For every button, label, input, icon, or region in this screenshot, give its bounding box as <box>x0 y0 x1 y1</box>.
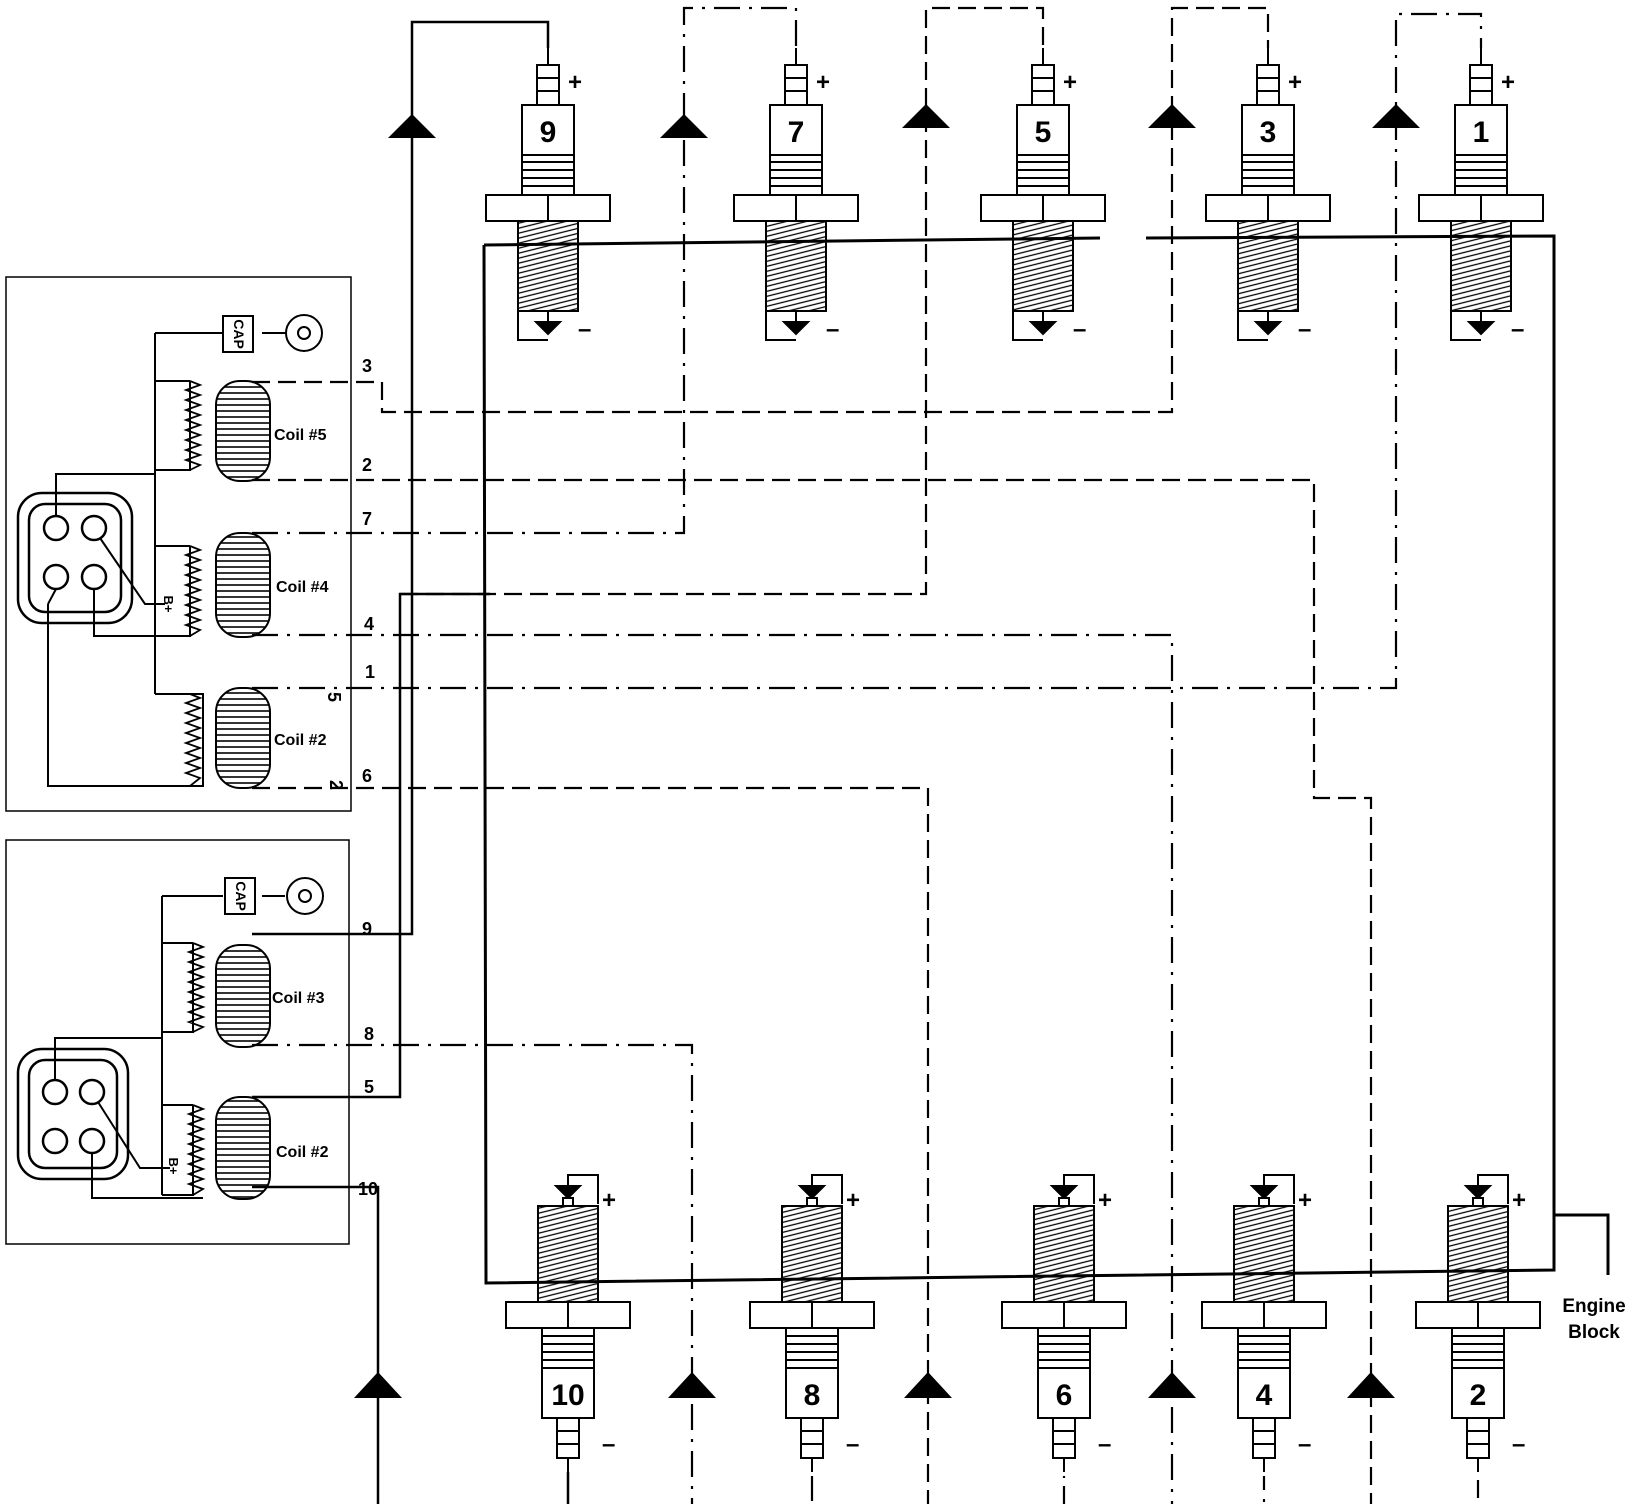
spark-plug-5: 5 + – <box>980 48 1106 343</box>
pin-number: 6 <box>362 766 372 786</box>
pin-number: 8 <box>364 1024 374 1044</box>
lower-coil-pack <box>5 839 350 1245</box>
spark-plug-2: 2 + – <box>1415 1174 1541 1472</box>
ground-bus <box>482 234 1610 1285</box>
hv-wire-8 <box>252 1043 814 1504</box>
cap-label-lower: CAP <box>233 881 249 911</box>
hv-wire-6 <box>252 786 1066 1504</box>
primary-windings <box>183 380 206 1196</box>
negative-terminal-label: – <box>826 316 839 343</box>
hv-wire-3 <box>252 6 1270 414</box>
coil-label: Coil #5 <box>274 427 327 444</box>
pin-number: 5 <box>364 1077 374 1097</box>
pin-number: 2 <box>362 455 372 475</box>
positive-terminal-label: + <box>1501 69 1515 96</box>
upper-connector <box>16 491 134 625</box>
positive-terminal-label: + <box>846 1187 860 1214</box>
hv-wire-1 <box>252 12 1483 690</box>
positive-terminal-label: + <box>1098 1187 1112 1214</box>
negative-terminal-label: – <box>602 1431 615 1458</box>
plug-number: 7 <box>788 116 805 149</box>
positive-terminal-label: + <box>1063 69 1077 96</box>
pin-number: 10 <box>358 1179 378 1199</box>
negative-terminal-label: – <box>1098 1431 1111 1458</box>
pin-number: 3 <box>362 356 372 376</box>
hv-wire-5 <box>400 6 1045 596</box>
positive-terminal-label: + <box>1298 1187 1312 1214</box>
bottom-spark-plugs: 10+–8+–6+–4+–2+– <box>505 1174 1541 1472</box>
negative-terminal-label: – <box>1073 316 1086 343</box>
secondary-coil-windings <box>215 380 271 1200</box>
engine-block-label: Block <box>1568 1322 1620 1343</box>
positive-terminal-label: + <box>816 69 830 96</box>
coil-label: Coil #2 <box>276 1144 329 1161</box>
negative-terminal-label: – <box>578 316 591 343</box>
plug-number: 5 <box>1035 116 1052 149</box>
plug-number: 1 <box>1473 116 1490 149</box>
direction-arrows <box>354 104 1420 1398</box>
hv-wire-solid-10 <box>252 592 570 1504</box>
hv-wire-solid-9 <box>252 20 550 936</box>
hv-wire-7 <box>252 6 798 535</box>
upper-coil-pack <box>5 276 352 812</box>
top-spark-plugs: 9 + – 7 + – 5 + – 3 + – 1 + – <box>485 48 1544 343</box>
engine-block-label: Engine <box>1562 1296 1625 1317</box>
plug-number: 2 <box>1470 1379 1487 1412</box>
negative-terminal-label: – <box>846 1431 859 1458</box>
positive-terminal-label: + <box>1288 69 1302 96</box>
positive-terminal-label: + <box>602 1187 616 1214</box>
plug-number: 10 <box>551 1379 584 1412</box>
plug-number: 6 <box>1056 1379 1073 1412</box>
coil-label: Coil #3 <box>272 990 325 1007</box>
pin-number: 7 <box>362 509 372 529</box>
spark-plug-6: 6 + – <box>1001 1174 1127 1472</box>
hv-wire-4 <box>252 633 1266 1504</box>
spark-plug-4: 4 + – <box>1201 1174 1327 1472</box>
spark-plug-7: 7 + – <box>733 48 859 343</box>
negative-terminal-label: – <box>1512 1431 1525 1458</box>
capacitors <box>222 314 324 915</box>
pin-number: 4 <box>364 614 374 634</box>
negative-terminal-label: – <box>1511 316 1524 343</box>
coil-label: Coil #4 <box>276 579 329 596</box>
plug-number: 8 <box>804 1379 821 1412</box>
spark-plug-10: 10 + – <box>505 1174 631 1472</box>
spark-plug-1: 1 + – <box>1418 48 1544 343</box>
lower-connector <box>16 1047 130 1181</box>
coil-label: Coil #2 <box>274 732 327 749</box>
positive-terminal-label: + <box>1512 1187 1526 1214</box>
rotated-mark: 2 <box>326 780 346 790</box>
plug-number: 9 <box>540 116 557 149</box>
pin-number: 9 <box>362 919 372 939</box>
b-plus-label-upper: B+ <box>161 596 176 613</box>
cap-label-upper: CAP <box>231 319 247 349</box>
pin-number: 1 <box>365 662 375 682</box>
plug-number: 4 <box>1256 1379 1273 1412</box>
rotated-mark: 5 <box>324 692 344 702</box>
positive-terminal-label: + <box>568 69 582 96</box>
negative-terminal-label: – <box>1298 1431 1311 1458</box>
b-plus-label-lower: B+ <box>166 1158 181 1175</box>
plug-number: 3 <box>1260 116 1277 149</box>
spark-plug-3: 3 + – <box>1205 48 1331 343</box>
spark-plug-9: 9 + – <box>485 48 611 343</box>
spark-plug-8: 8 + – <box>749 1174 875 1472</box>
hv-wire-2 <box>252 478 1480 1504</box>
negative-terminal-label: – <box>1298 316 1311 343</box>
